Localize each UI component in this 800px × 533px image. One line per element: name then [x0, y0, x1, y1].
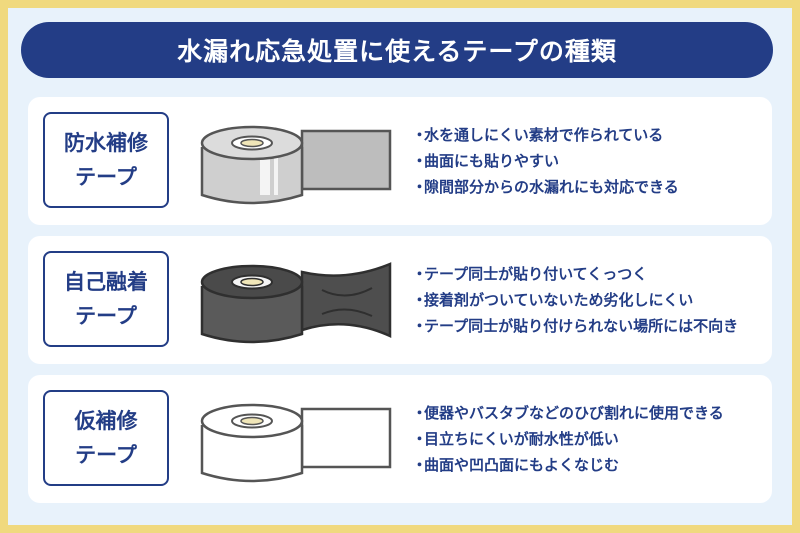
- feature-text: 曲面や凹凸面にもよくなじむ: [424, 456, 620, 474]
- feature-list: ・ 水を通しにくい素材で作られている ・ 曲面にも貼りやすい ・ 隙間部分からの…: [412, 97, 762, 225]
- tape-card-waterproof: 防水補修 テープ ・ 水を通しにくい素材で作られている ・ 曲面にも貼りやすい …: [28, 97, 772, 225]
- title-banner: 水漏れ応急処置に使えるテープの種類: [21, 22, 773, 78]
- feature-text: 目立ちにくいが耐水性が低い: [424, 430, 619, 448]
- feature-text: 接着剤がついていないため劣化しにくい: [424, 291, 694, 309]
- feature-text: 水を通しにくい素材で作られている: [424, 126, 664, 144]
- feature-item: ・ 水を通しにくい素材で作られている: [412, 124, 762, 146]
- tape-type-label-line1: 防水補修: [64, 131, 148, 155]
- feature-item: ・ テープ同士が貼り付いてくっつく: [412, 263, 762, 285]
- tape-card-self-fusing: 自己融着 テープ ・ テープ同士が貼り付いてくっつく ・ 接着剤がついていないた…: [28, 236, 772, 364]
- feature-item: ・ 曲面にも貼りやすい: [412, 150, 762, 172]
- white-tape-roll-icon: [200, 403, 392, 483]
- feature-item: ・ 接着剤がついていないため劣化しにくい: [412, 289, 762, 311]
- feature-item: ・ テープ同士が貼り付けられない場所には不向き: [412, 315, 762, 337]
- bullet-mark: ・: [412, 126, 428, 144]
- bullet-mark: ・: [412, 178, 428, 196]
- feature-text: テープ同士が貼り付いてくっつく: [424, 265, 648, 283]
- tape-type-label-line1: 仮補修: [74, 409, 138, 433]
- feature-item: ・ 隙間部分からの水漏れにも対応できる: [412, 176, 762, 198]
- bullet-mark: ・: [412, 291, 428, 309]
- bullet-mark: ・: [412, 430, 428, 448]
- tape-card-temporary: 仮補修 テープ ・ 便器やバスタブなどのひび割れに使用できる ・ 目立ちにくいが…: [28, 375, 772, 503]
- tape-type-label-line2: テープ: [75, 443, 137, 467]
- bullet-mark: ・: [412, 317, 428, 335]
- tape-type-label: 仮補修 テープ: [43, 390, 169, 486]
- tape-type-label-line1: 自己融着: [64, 270, 148, 294]
- feature-item: ・ 目立ちにくいが耐水性が低い: [412, 428, 762, 450]
- tape-type-label: 防水補修 テープ: [43, 112, 169, 208]
- bullet-mark: ・: [412, 152, 428, 170]
- bullet-mark: ・: [412, 265, 428, 283]
- bullet-mark: ・: [412, 404, 428, 422]
- feature-text: 隙間部分からの水漏れにも対応できる: [424, 178, 679, 196]
- black-tape-roll-icon: [200, 262, 392, 344]
- feature-text: テープ同士が貼り付けられない場所には不向き: [424, 317, 739, 335]
- tape-type-label-line2: テープ: [75, 165, 137, 189]
- gray-tape-roll-icon: [200, 125, 392, 205]
- tape-type-label-line2: テープ: [75, 304, 137, 328]
- page-title: 水漏れ応急処置に使えるテープの種類: [177, 37, 617, 66]
- bullet-mark: ・: [412, 456, 428, 474]
- feature-list: ・ 便器やバスタブなどのひび割れに使用できる ・ 目立ちにくいが耐水性が低い ・…: [412, 375, 762, 503]
- feature-text: 便器やバスタブなどのひび割れに使用できる: [424, 404, 724, 422]
- feature-text: 曲面にも貼りやすい: [424, 152, 560, 170]
- feature-item: ・ 便器やバスタブなどのひび割れに使用できる: [412, 402, 762, 424]
- feature-item: ・ 曲面や凹凸面にもよくなじむ: [412, 454, 762, 476]
- feature-list: ・ テープ同士が貼り付いてくっつく ・ 接着剤がついていないため劣化しにくい ・…: [412, 236, 762, 364]
- tape-type-label: 自己融着 テープ: [43, 251, 169, 347]
